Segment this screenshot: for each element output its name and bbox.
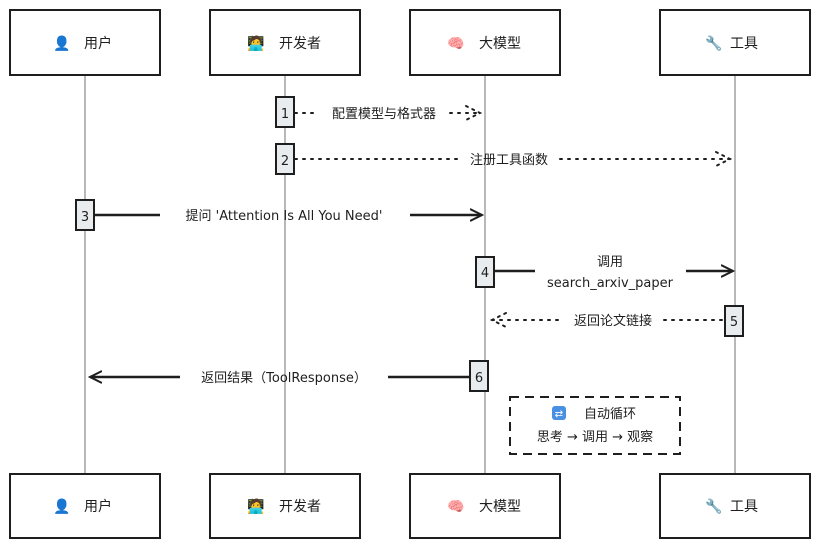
step-number: 4 — [481, 266, 489, 281]
step-badge — [275, 96, 295, 128]
actor-label: 开发者 — [279, 36, 321, 52]
developer-icon: 🧑‍💻 — [247, 497, 264, 515]
actor-label: 工具 — [730, 499, 758, 515]
step-badge — [75, 199, 95, 231]
message-6[interactable]: 返回结果（ToolResponse） 6 — [90, 360, 489, 392]
actor-user-top[interactable]: 👤 用户 — [9, 9, 161, 76]
message-4[interactable]: 调用 search_arxiv_paper 4 — [475, 255, 733, 291]
user-icon: 👤 — [53, 35, 70, 52]
actor-label: 开发者 — [279, 499, 321, 515]
repeat-icon — [552, 406, 566, 420]
auto-loop-note: ⇄ 自动循环 思考 → 调用 → 观察 — [509, 396, 681, 455]
message-label: 注册工具函数 — [470, 153, 548, 168]
actor-label: 用户 — [84, 498, 112, 515]
actor-label: 工具 — [730, 36, 758, 52]
actor-user-bottom[interactable]: 👤 用户 — [9, 473, 161, 539]
actor-label: 大模型 — [479, 36, 521, 52]
step-number: 5 — [730, 315, 738, 330]
message-label: 返回结果（ToolResponse） — [201, 371, 367, 386]
note-body: 思考 → 调用 → 观察 — [537, 430, 653, 445]
step-badge — [475, 256, 495, 288]
message-3[interactable]: 提问 'Attention Is All You Need' 3 — [75, 199, 482, 231]
message-2[interactable]: 注册工具函数 2 — [275, 143, 733, 175]
actor-llm-top[interactable]: 🧠 大模型 — [409, 9, 561, 76]
svg-text:⇄: ⇄ — [555, 409, 563, 420]
step-badge — [469, 360, 489, 392]
step-number: 6 — [475, 371, 483, 386]
actor-label: 用户 — [84, 35, 112, 52]
message-label: 调用 — [597, 255, 623, 270]
message-label: 提问 'Attention Is All You Need' — [186, 208, 383, 224]
note-title: 自动循环 — [584, 407, 636, 422]
actor-tool-top[interactable]: 🔧 工具 — [659, 9, 811, 76]
actor-developer-top[interactable]: 🧑‍💻 开发者 — [209, 9, 361, 76]
user-icon: 👤 — [53, 498, 70, 515]
actor-label: 大模型 — [479, 499, 521, 515]
brain-icon: 🧠 — [447, 36, 464, 52]
actor-llm-bottom[interactable]: 🧠 大模型 — [409, 473, 561, 539]
wrench-icon: 🔧 — [705, 497, 722, 515]
actor-tool-bottom[interactable]: 🔧 工具 — [659, 473, 811, 539]
developer-icon: 🧑‍💻 — [247, 34, 264, 52]
step-badge — [724, 305, 744, 337]
step-badge — [275, 143, 295, 175]
wrench-icon: 🔧 — [705, 34, 722, 52]
step-number: 2 — [281, 154, 289, 169]
step-number: 3 — [81, 210, 89, 225]
message-1[interactable]: 配置模型与格式器 1 — [275, 96, 483, 128]
actor-developer-bottom[interactable]: 🧑‍💻 开发者 — [209, 473, 361, 539]
step-number: 1 — [281, 107, 289, 122]
brain-icon: 🧠 — [447, 499, 464, 515]
message-label: 返回论文链接 — [574, 313, 652, 329]
message-label-function: search_arxiv_paper — [547, 276, 674, 291]
message-label: 配置模型与格式器 — [332, 106, 436, 122]
message-5[interactable]: 返回论文链接 5 — [489, 305, 744, 337]
